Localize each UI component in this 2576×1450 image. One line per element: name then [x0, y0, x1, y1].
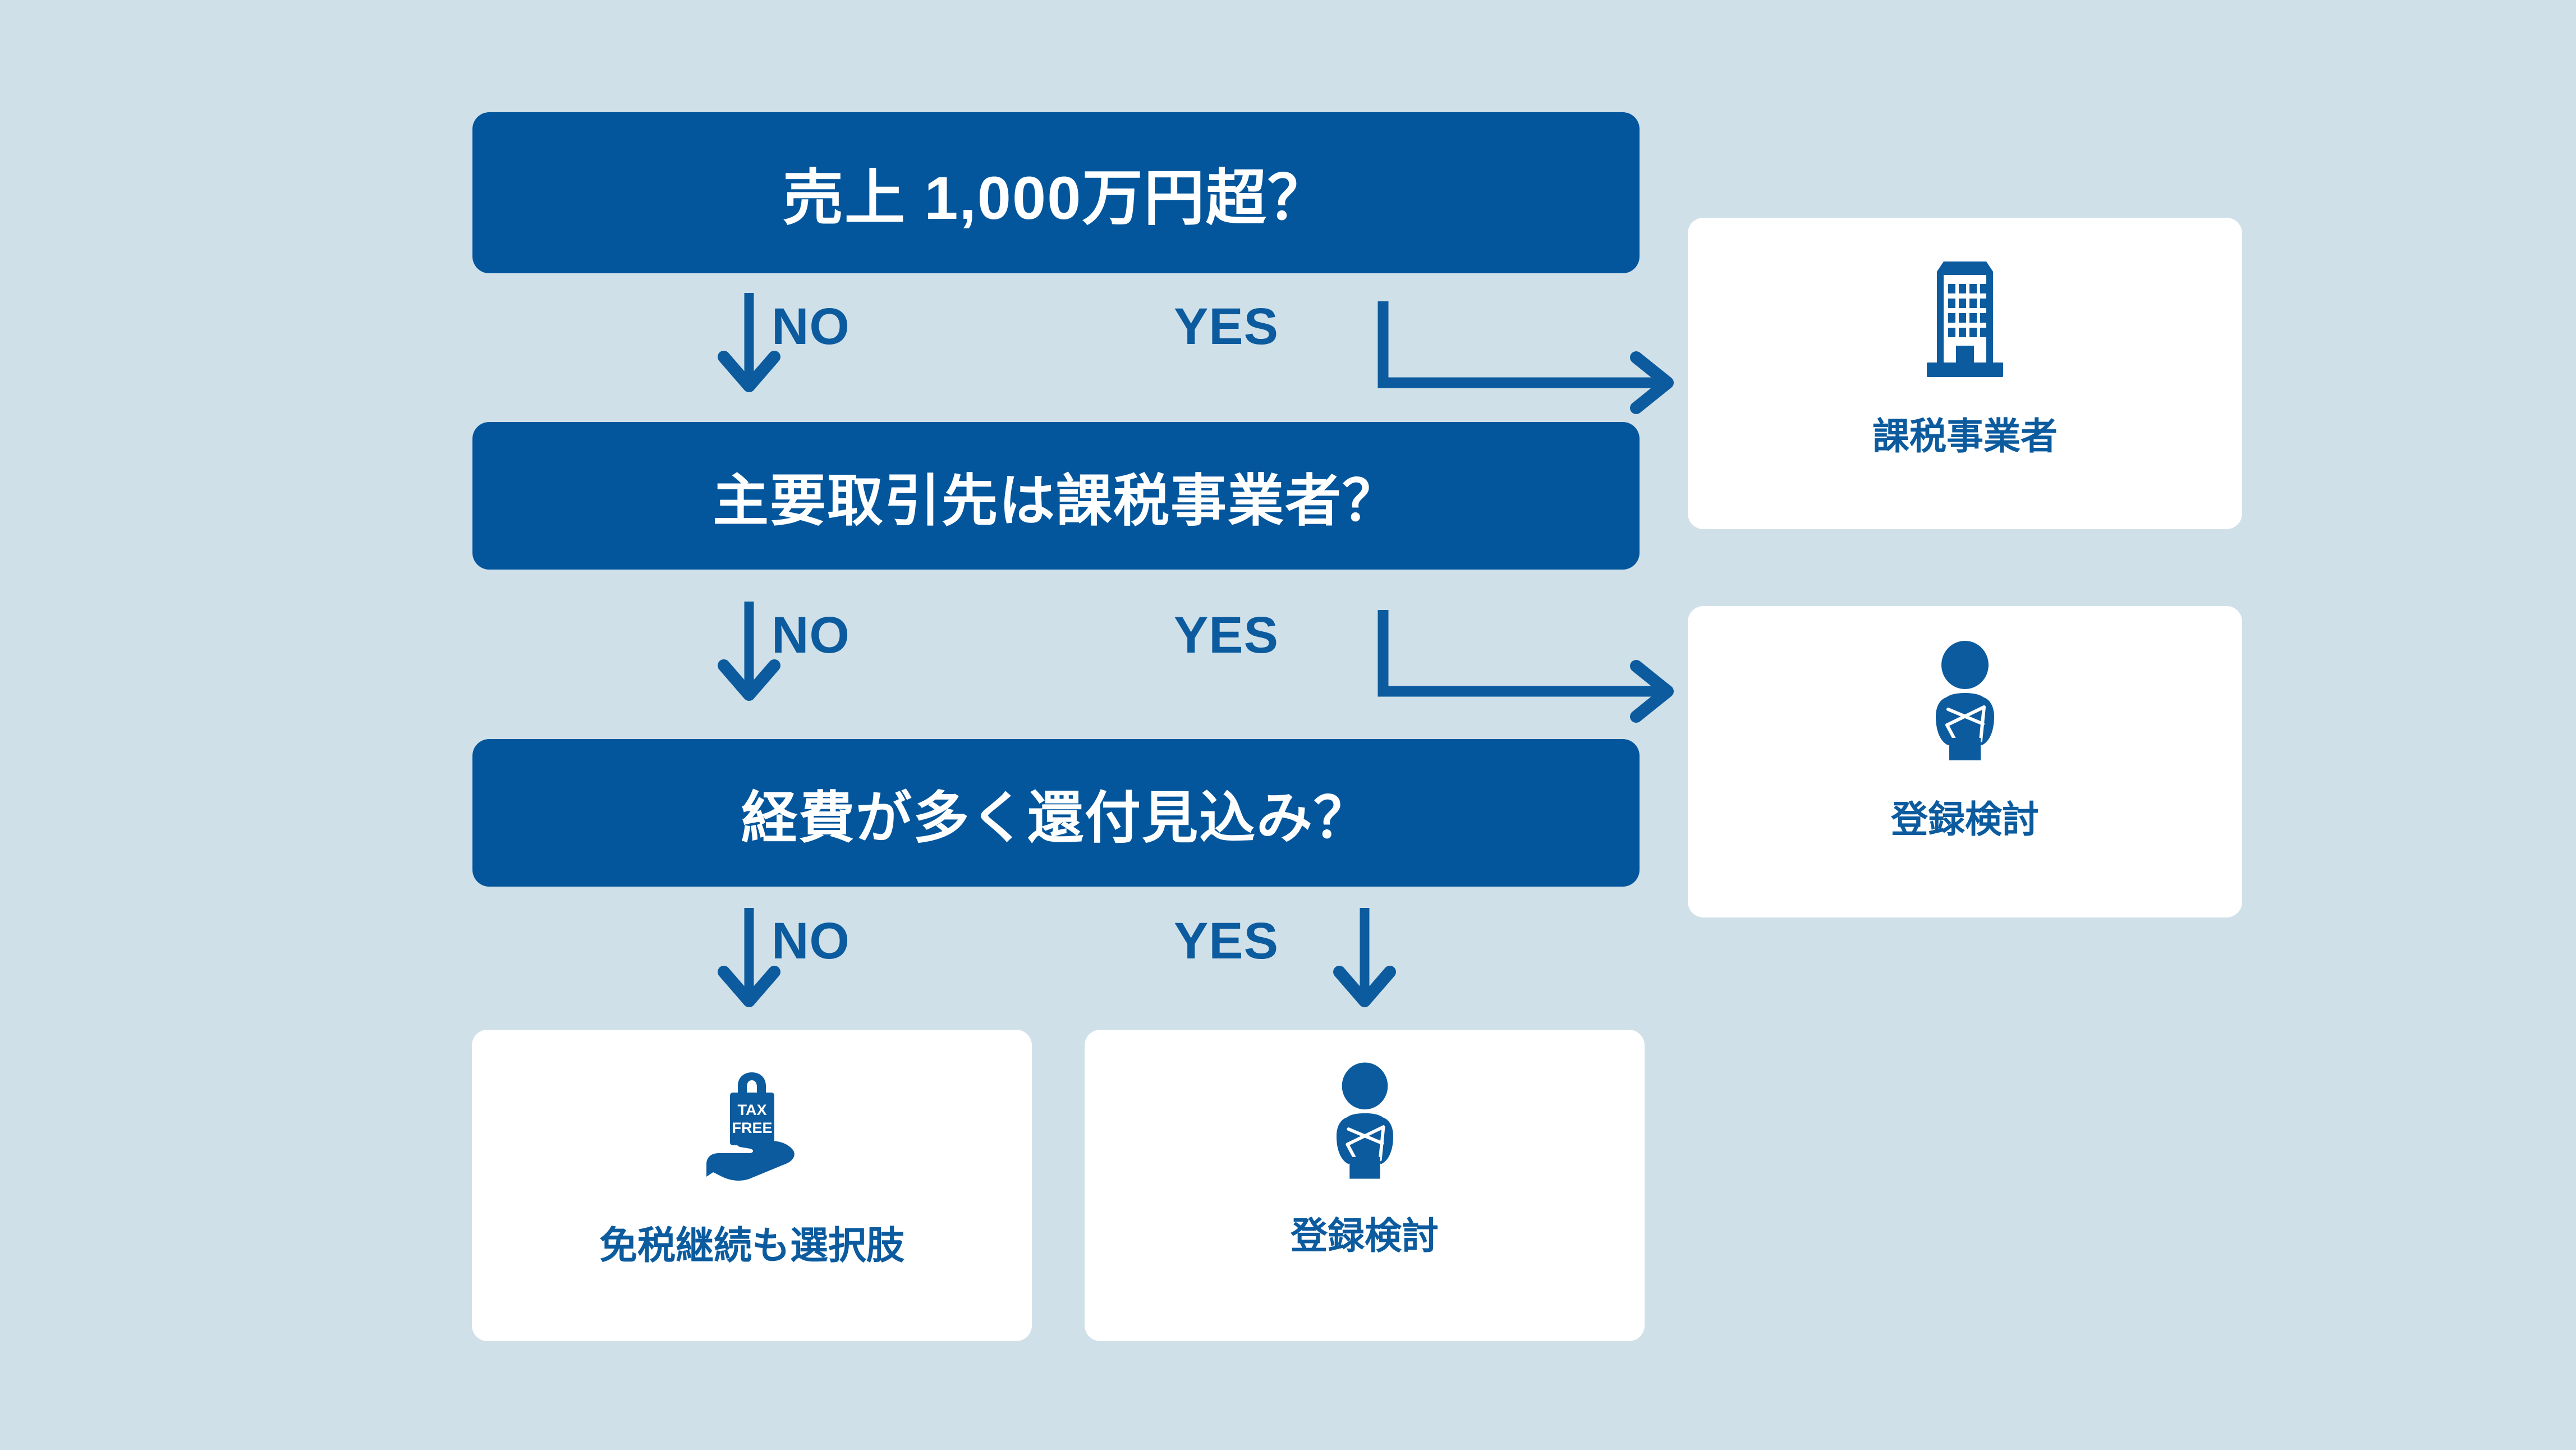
- arrow-yes-q1-to-taxable: [1377, 301, 1674, 414]
- arrow-no-q2-to-q3: [718, 602, 780, 701]
- edge-label-no-q2: NO: [772, 607, 850, 664]
- decision-box-main-client-taxable[interactable]: 主要取引先は課税事業者？: [472, 422, 1640, 570]
- arrow-yes-q2-to-consider1: [1377, 610, 1674, 723]
- arrow-yes-q3-to-consider2: [1333, 908, 1396, 1007]
- result-card-label: 登録検討: [1891, 799, 2039, 840]
- result-card-label: 登録検討: [1291, 1215, 1439, 1256]
- result-card-label: 課税事業者: [1872, 415, 2058, 457]
- bag-text-free: FREE: [732, 1119, 772, 1136]
- result-card-taxable-business[interactable]: 課税事業者: [1688, 218, 2242, 529]
- result-card-consider-registration-bottom[interactable]: 登録検討: [1085, 1030, 1645, 1341]
- result-card-tax-exempt-option[interactable]: TAX FREE 免税継続も選択肢: [472, 1030, 1032, 1341]
- decision-box-revenue-over-10m[interactable]: 売上 1,000万円超？: [472, 112, 1640, 273]
- tax-free-bag-on-hand-icon: TAX FREE: [686, 1059, 818, 1191]
- edge-label-yes-q1: YES: [1174, 298, 1279, 355]
- arrow-no-q3-to-taxfree: [718, 908, 780, 1007]
- person-arms-crossed-icon: [1316, 1062, 1414, 1180]
- edge-label-no-q1: NO: [772, 298, 850, 355]
- arrow-no-q1-to-q2: [718, 293, 780, 392]
- result-card-consider-registration-right[interactable]: 登録検討: [1688, 606, 2242, 917]
- edge-label-yes-q3: YES: [1174, 912, 1279, 970]
- person-arms-crossed-icon: [1914, 641, 2015, 761]
- result-card-label: 免税継続も選択肢: [599, 1224, 904, 1267]
- bag-text-tax: TAX: [737, 1102, 766, 1118]
- office-building-icon: [1914, 253, 2015, 382]
- edge-label-yes-q2: YES: [1174, 607, 1279, 664]
- decision-box-expenses-refund[interactable]: 経費が多く還付見込み？: [472, 739, 1640, 887]
- edge-label-no-q3: NO: [772, 912, 850, 970]
